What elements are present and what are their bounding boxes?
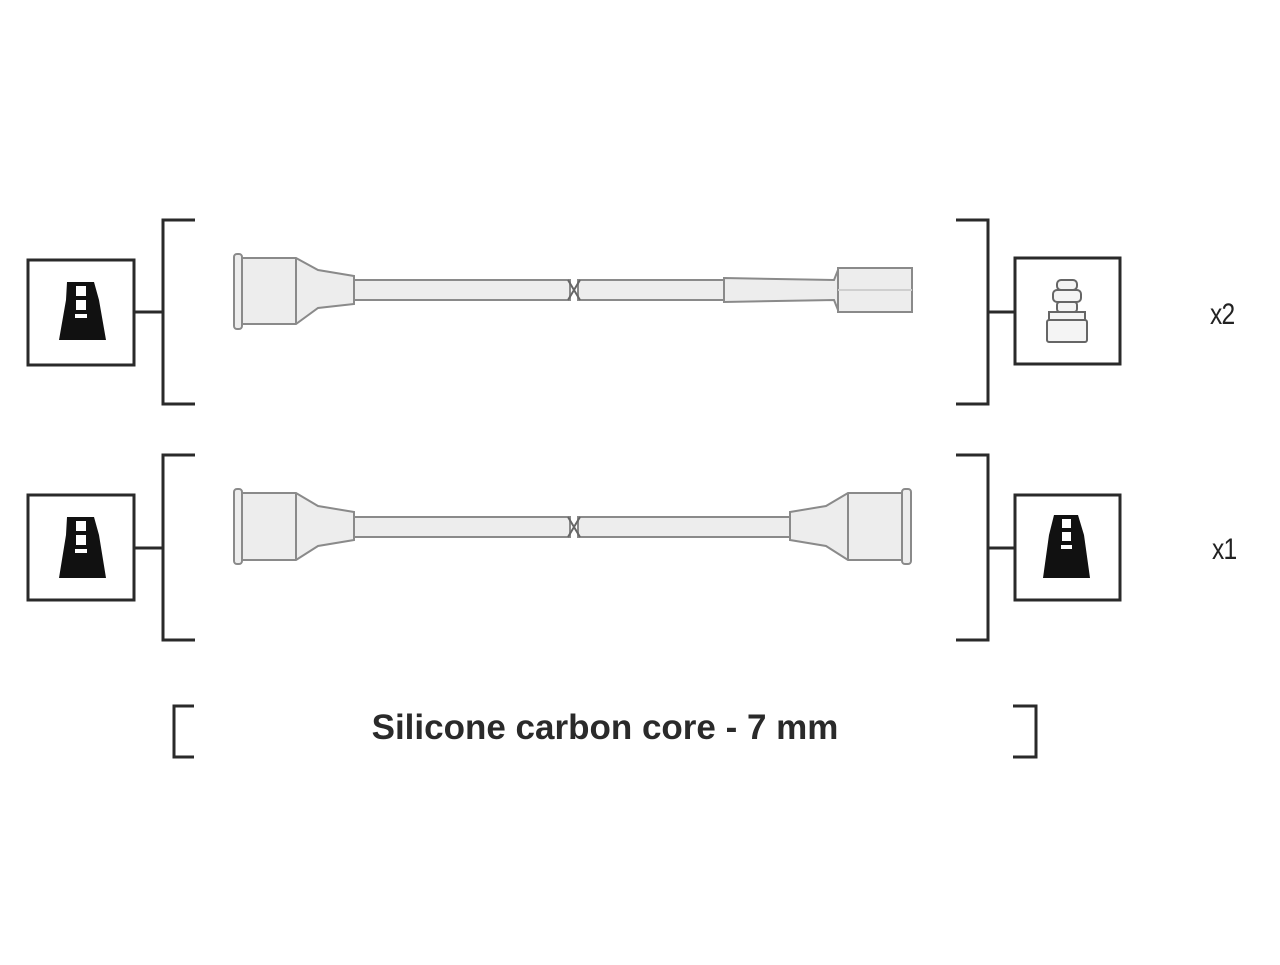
cable-spec-caption: Silicone carbon core - 7 mm (371, 708, 839, 747)
spark-plug-boot-icon (59, 517, 106, 578)
left-bracket (161, 218, 195, 406)
right-bracket (956, 453, 990, 642)
quantity-label-row-2: x1 (1212, 533, 1237, 566)
cable-row-2 (26, 453, 1122, 642)
terminal-box-right-2 (1013, 493, 1122, 602)
right-bracket (956, 218, 990, 406)
caption-left-bracket (172, 704, 194, 759)
terminal-box-left-2 (26, 493, 136, 602)
caption-right-bracket (1013, 704, 1038, 759)
distributor-boot-icon (1043, 515, 1090, 578)
ignition-cable-short (233, 488, 912, 565)
coil-connector-icon (1046, 279, 1088, 343)
terminal-box-left-1 (26, 258, 136, 367)
terminal-box-right-1 (1013, 256, 1122, 366)
ignition-cable-long (233, 253, 913, 330)
spark-plug-boot-icon (59, 282, 106, 340)
cable-row-1 (26, 218, 1122, 406)
quantity-label-row-1: x2 (1210, 298, 1235, 331)
left-bracket (161, 453, 195, 642)
